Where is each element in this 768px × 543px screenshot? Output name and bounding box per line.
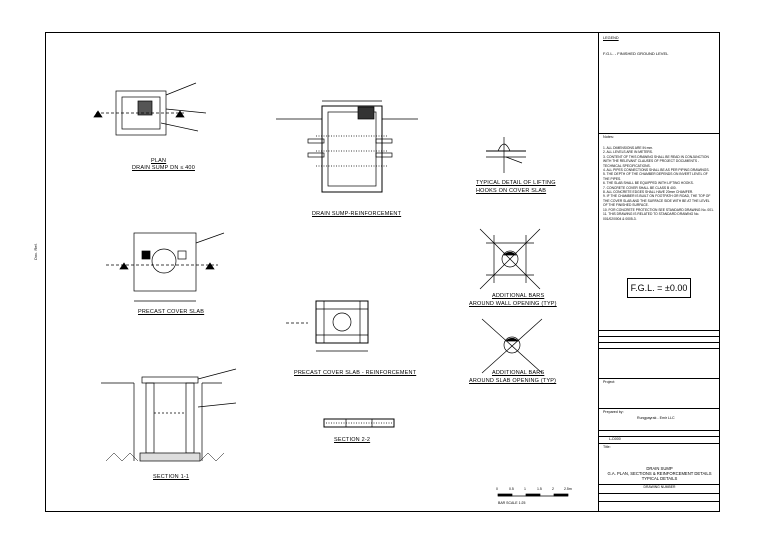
- note-item: 10. FOR CONCRETE PROTECTION SEE STANDARD…: [603, 207, 714, 212]
- title-line: DRAIN SUMP: [646, 466, 673, 471]
- scale-bar-graphic: [497, 493, 569, 497]
- plan-title: PLAN: [151, 158, 167, 164]
- reinforcement-title: DRAIN SUMP-REINFORCEMENT: [312, 211, 402, 217]
- side-doc-reference: Doc. Ref.: [33, 243, 38, 260]
- slab-open-subtitle: AROUND SLAB OPENING (TYP): [469, 378, 557, 384]
- section-2-2-view: [323, 418, 395, 428]
- notes-list: 1. ALL DIMENSIONS ARE IN mm. 2. ALL LEVE…: [603, 146, 715, 221]
- note-item: 1. ALL DIMENSIONS ARE IN mm.: [603, 146, 654, 150]
- legend-fgl: F.G.L. - FINISHED GROUND LEVEL: [603, 51, 669, 56]
- scale-tick: 0.5: [509, 487, 514, 491]
- section11-title: SECTION 1-1: [153, 474, 190, 480]
- note-item: 8. ALL CONCRETE EDGES SHALL HAVE 20mm CH…: [603, 190, 694, 195]
- note-item: 2. ALL LEVELS ARE IN METERS.: [603, 150, 653, 155]
- drawing-linework: [93, 82, 569, 497]
- wall-opening-view: [479, 228, 541, 290]
- precast-title: PRECAST COVER SLAB: [138, 309, 205, 315]
- slab-open-title: ADDITIONAL BARS: [492, 370, 545, 376]
- project-label: Project:: [603, 380, 616, 384]
- precast-reinf-title: PRECAST COVER SLAB - REINFORCEMENT: [294, 370, 417, 376]
- drawing-code: L-D000: [609, 437, 621, 441]
- precast-slab-reinforcement-view: [286, 300, 369, 352]
- scale-tick: 2: [552, 487, 554, 491]
- plan-view: [93, 82, 207, 136]
- wall-open-title: ADDITIONAL BARS: [492, 293, 545, 299]
- title-block: LEGEND F.G.L. - FINISHED GROUND LEVEL No…: [598, 33, 720, 511]
- title-label: Title:: [603, 445, 611, 449]
- wall-open-subtitle: AROUND WALL OPENING (TYP): [469, 301, 557, 307]
- scale-tick: 2.5m: [564, 487, 572, 491]
- prepared-label: Prepared by:: [603, 410, 624, 414]
- title-line: TYPICAL DETAILS: [641, 476, 678, 481]
- title-line: G.A. PLAN, SECTIONS & REINFORCEMENT DETA…: [607, 471, 712, 476]
- note-item: 3. CONTENT OF THIS DRAWING SHALL BE READ…: [603, 154, 709, 168]
- drawing-sheet: PLAN DRAIN SUMP DN ≤ 400 DRAIN SUMP-REIN…: [45, 32, 720, 512]
- plan-subtitle: DRAIN SUMP DN ≤ 400: [132, 165, 195, 171]
- lifting-subtitle: HOOKS ON COVER SLAB: [476, 188, 547, 194]
- note-item: 6. THE SLAB SHALL BE EQUIPPED WITH LIFTI…: [603, 181, 694, 186]
- company-name: Rungpayrak - Emir LLC: [637, 416, 675, 420]
- note-item: 5. THE DEPTH OF THE CHAMBER DEPENDS ON I…: [603, 172, 708, 181]
- lifting-hook-view: [486, 137, 526, 173]
- scale-label: BAR SCALE 1:25: [498, 501, 526, 505]
- precast-slab-view: [106, 232, 225, 302]
- legend-header: LEGEND: [603, 36, 619, 40]
- note-item: 9. IF THE CHAMBER IS BUILT ON FOOTPATH O…: [603, 194, 711, 208]
- note-item: 4. ALL PIPES CONNECTIONS SHALL BE AS PER…: [603, 168, 710, 173]
- note-item: 11. THIS DRAWING IS RELATED TO STANDARD …: [603, 212, 700, 221]
- section-1-1-view: [101, 368, 237, 462]
- scale-tick: 1: [524, 487, 526, 491]
- scale-tick: 0: [496, 487, 498, 491]
- section22-title: SECTION 2-2: [334, 437, 371, 443]
- scale-tick: 1.5: [537, 487, 542, 491]
- notes-header: Notes:: [603, 135, 614, 139]
- lifting-title: TYPICAL DETAIL OF LIFTING: [476, 180, 556, 186]
- sump-reinforcement-view: [276, 100, 418, 193]
- note-item: 7. CONCRETE COVER SHALL BE CLASS B 400.: [603, 185, 677, 190]
- slab-opening-view: [481, 318, 543, 374]
- drawing-number-label: DRAWING NUMBER: [643, 485, 676, 489]
- fgl-level-box: F.G.L. = ±0.00: [627, 278, 691, 298]
